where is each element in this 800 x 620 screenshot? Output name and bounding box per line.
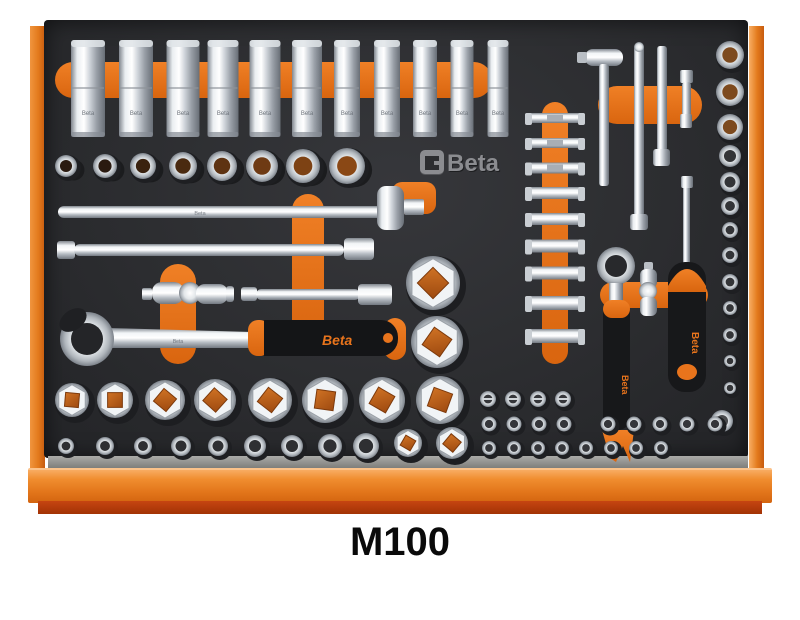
deep-socket: Beta [166,40,200,137]
etorx-socket [130,153,164,183]
etorx-socket [93,154,125,182]
svg-text:Beta: Beta [341,111,354,117]
drawer-side-rail-right [749,26,764,472]
deep-socket: Beta [487,40,509,137]
mini-universal-joint [639,262,657,316]
universal-joint [142,282,234,304]
stack-socket [525,213,585,227]
svg-text:Beta: Beta [82,111,95,117]
socket [145,380,191,426]
etorx-socket [169,152,205,184]
svg-text:Beta: Beta [130,111,143,117]
svg-text:Beta: Beta [492,111,505,117]
t-handle [577,49,623,186]
etorx-socket [246,150,286,186]
etorx-socket [329,148,373,188]
stack-socket [525,138,585,150]
etorx-socket [286,149,328,187]
extension-bars: Beta [57,186,424,305]
svg-text:Beta: Beta [259,111,272,117]
svg-text:Beta: Beta [173,339,184,345]
spark-plug-socket [411,316,469,374]
socket [359,377,411,429]
svg-text:Beta: Beta [448,151,501,178]
svg-text:Beta: Beta [322,332,353,348]
mid-bar [653,46,670,166]
long-bar [630,42,648,230]
stack-socket [525,113,585,125]
deep-socket: Beta [450,40,474,137]
deep-socket: Beta [292,40,322,137]
model-caption: M100 [349,520,451,564]
svg-text:Beta: Beta [381,111,394,117]
stack-socket [525,162,585,176]
socket [55,383,95,423]
svg-text:Beta: Beta [689,332,700,354]
socket-row-square-drive [55,376,470,430]
reversible-ratchet: Beta Beta [59,308,398,366]
socket [97,382,139,424]
svg-text:Beta: Beta [194,211,206,217]
svg-text:Beta: Beta [447,150,500,177]
stack-socket [525,266,585,282]
bit-grid [480,391,727,459]
deep-socket: Beta [207,40,239,137]
svg-text:Beta: Beta [217,111,230,117]
etorx-socket-row [55,148,373,188]
deep-socket: Beta [71,40,105,137]
svg-text:Beta: Beta [177,111,190,117]
drawer-front [28,468,772,514]
stack-socket [525,296,585,312]
deep-socket: Beta [249,40,281,137]
socket [248,378,298,428]
svg-text:Beta: Beta [301,111,314,117]
svg-text:Beta: Beta [419,111,432,117]
right-socket-column [711,41,748,436]
vertical-tools [577,42,693,230]
deep-socket: Beta [413,40,437,137]
svg-text:Beta: Beta [620,375,630,396]
svg-text:Beta: Beta [456,111,469,117]
socket [194,379,242,427]
stack-socket [525,187,585,201]
bottom-socket-row [58,427,474,465]
socket [302,377,354,429]
adapter [680,70,693,128]
deep-socket-row: Beta Beta Beta Beta Beta Beta Beta Beta Beta Beta… [71,40,509,137]
stack-socket [525,239,585,255]
socket [436,427,474,465]
etorx-socket [207,151,245,185]
drawer-side-rail-left [30,26,45,472]
socket-stack [525,113,585,345]
socket [394,429,428,463]
screwdriver: Beta [668,176,706,392]
drawer-front-lip [38,501,762,514]
socket [416,376,470,430]
deep-socket: Beta [119,40,153,137]
spark-plug-sockets [406,256,469,374]
spark-plug-socket [406,256,466,316]
etorx-socket [55,155,85,181]
deep-socket: Beta [334,40,360,137]
stack-socket [525,329,585,345]
deep-socket: Beta [374,40,400,137]
